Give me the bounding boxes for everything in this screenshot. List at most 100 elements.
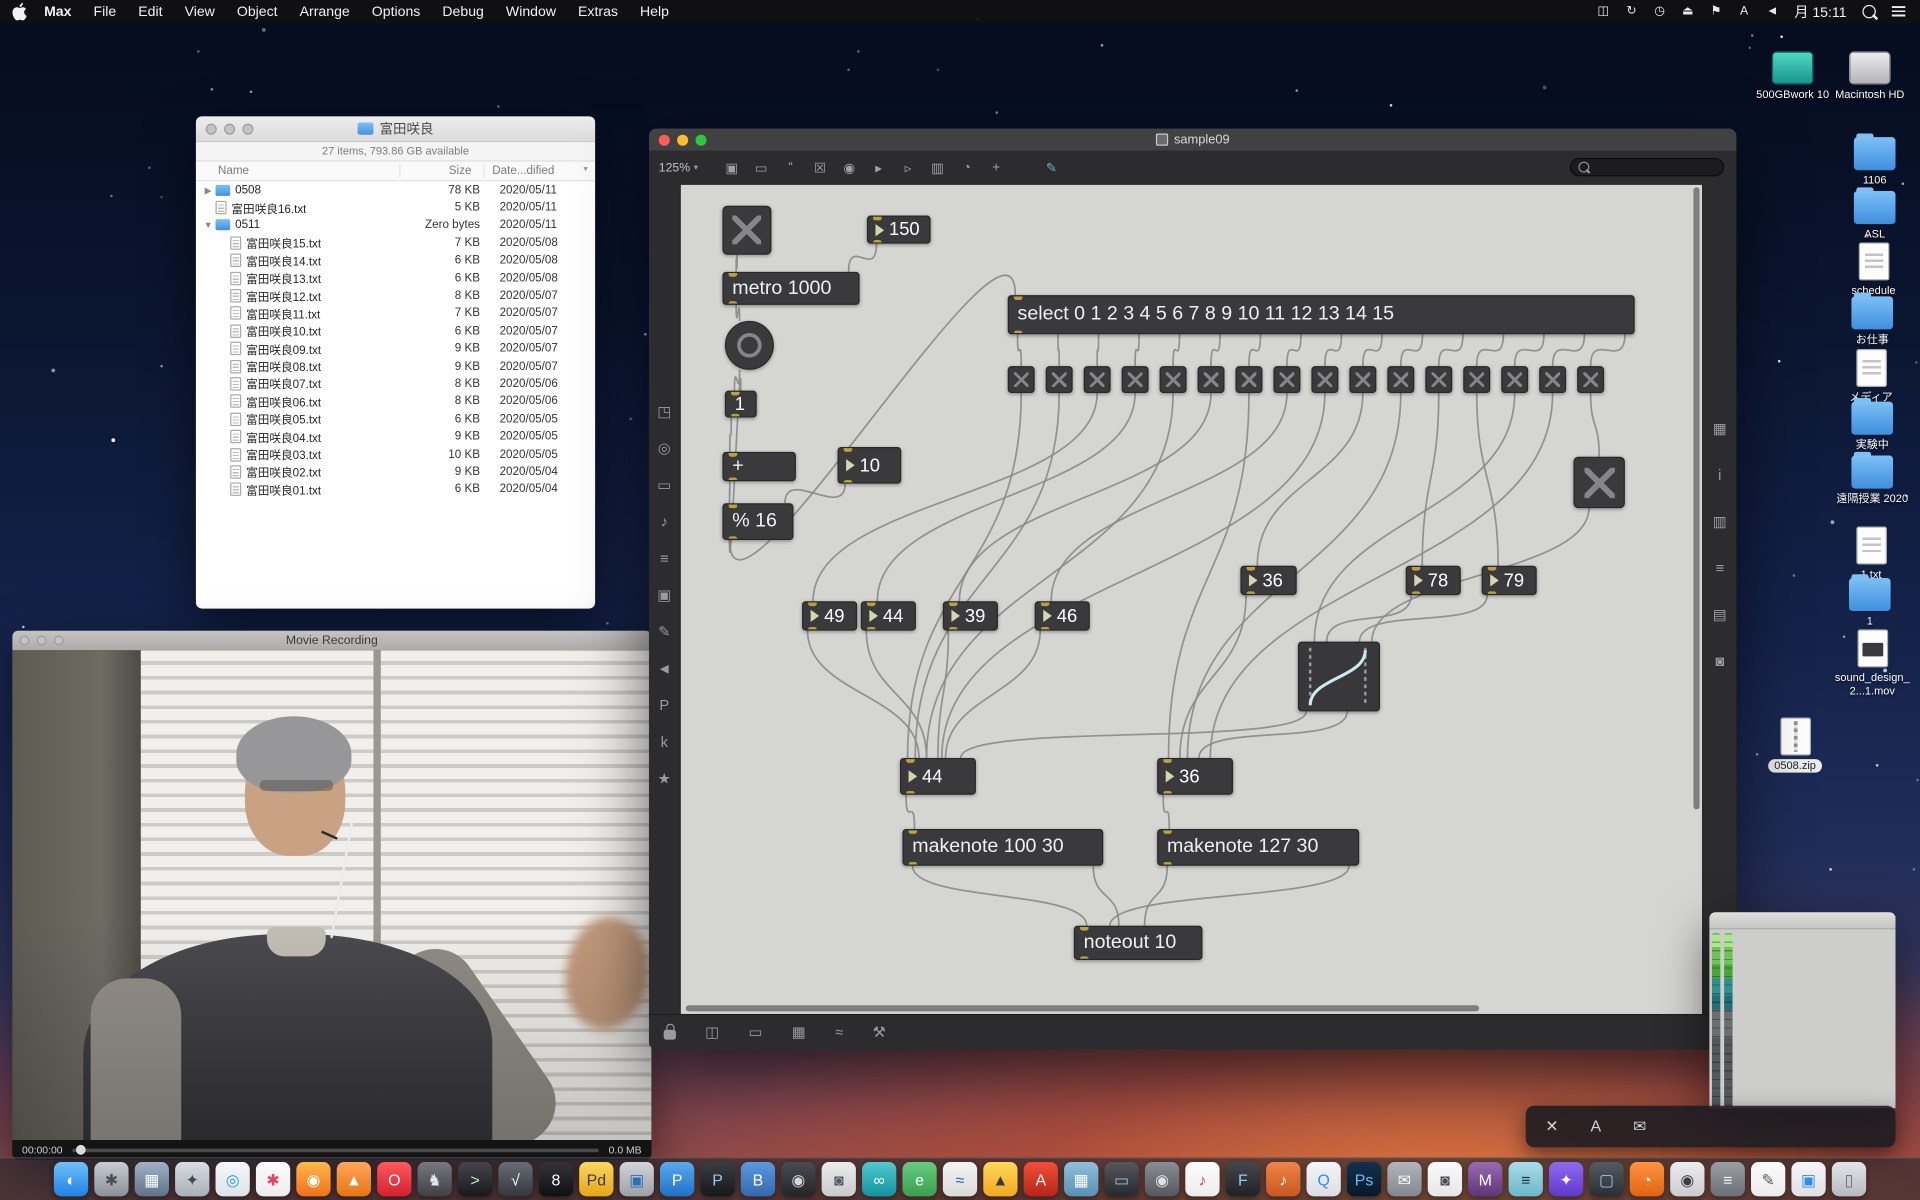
time-machine-icon[interactable]: ◷ — [1654, 4, 1665, 19]
dock-icon-ableton[interactable]: ≡ — [1508, 1162, 1543, 1197]
patch-cord[interactable] — [905, 794, 916, 829]
dial-tool-icon[interactable]: ◔ — [962, 159, 971, 175]
sync-icon[interactable]: ↻ — [1626, 4, 1637, 19]
favorites-icon[interactable]: ★ — [657, 770, 671, 788]
dock-icon-mail[interactable]: ✉ — [1387, 1162, 1422, 1197]
disclosure-triangle-icon[interactable]: ▶ — [204, 184, 212, 196]
desktop-icon-zip[interactable]: 0508.zip — [1757, 717, 1833, 773]
max-titlebar[interactable]: sample09 — [648, 128, 1737, 151]
spotlight-icon[interactable] — [1862, 4, 1876, 19]
dock-icon-audio-utility[interactable]: ◉ — [1144, 1162, 1180, 1197]
dock-icon-pixelmator[interactable]: P — [659, 1162, 695, 1197]
chat-icon[interactable]: ✉ — [1632, 1116, 1647, 1136]
menu-item-object[interactable]: Object — [236, 4, 278, 19]
dock-icon-resolume[interactable]: ✦ — [1548, 1162, 1584, 1197]
patch-cord[interactable] — [940, 393, 1326, 758]
patch-cord[interactable] — [1475, 334, 1505, 367]
input-flag-icon[interactable]: ⚑ — [1710, 4, 1722, 19]
browser-panel-icon[interactable]: ▤ — [1712, 606, 1727, 624]
toggle-box[interactable] — [1083, 366, 1111, 394]
toggle-box[interactable] — [1539, 366, 1567, 394]
patch-cord[interactable] — [1256, 393, 1364, 566]
patch-cord[interactable] — [937, 630, 950, 758]
dock-icon-xcode[interactable]: ▢ — [1589, 1162, 1624, 1197]
snapshot-icon[interactable]: ◙ — [1715, 652, 1725, 670]
dock-icon-safari[interactable]: ◎ — [215, 1162, 250, 1197]
patch-cord[interactable] — [1143, 865, 1169, 926]
desktop-icon-folder[interactable]: ASL — [1837, 187, 1913, 241]
movie-titlebar[interactable]: Movie Recording — [12, 630, 652, 651]
minimize-button[interactable] — [224, 123, 236, 135]
desktop-icon-folder[interactable]: 遠隔授業 2020 — [1834, 451, 1910, 506]
dock-icon-launchpad[interactable]: ✦ — [175, 1162, 210, 1197]
number-box[interactable]: 78 — [1405, 565, 1461, 596]
patcher-search-input[interactable] — [1594, 159, 1716, 175]
background-window-titlebar[interactable] — [1709, 912, 1896, 930]
toggle-box[interactable] — [1577, 366, 1605, 394]
patch-cord[interactable] — [1325, 595, 1413, 642]
patch-cord[interactable] — [1210, 334, 1221, 367]
columns-panel-icon[interactable]: ▥ — [1712, 513, 1727, 531]
dock-icon-audacity[interactable]: ≈ — [942, 1162, 978, 1197]
patch-cord[interactable] — [806, 630, 920, 758]
patch-cord[interactable] — [958, 393, 1212, 602]
patch-cord[interactable] — [728, 274, 1017, 561]
menu-clock[interactable]: 月 15:11 — [1794, 5, 1847, 21]
toggle-box[interactable] — [1273, 366, 1301, 394]
palette-icon[interactable]: ◳ — [657, 402, 672, 420]
patch-cord[interactable] — [1421, 393, 1440, 566]
menu-app-name[interactable]: Max — [44, 4, 72, 19]
patch-cord[interactable] — [1057, 334, 1061, 367]
number-box[interactable]: 36 — [1240, 565, 1297, 596]
zoom-windows-icon[interactable]: ◫ — [705, 1023, 720, 1041]
finder-titlebar[interactable]: 富田咲良 — [195, 116, 596, 143]
patch-cord[interactable] — [925, 393, 1174, 758]
object-box[interactable]: makenote 127 30 — [1157, 828, 1360, 866]
patch-cord[interactable] — [1134, 334, 1140, 367]
number-box[interactable]: 36 — [1157, 757, 1234, 795]
dock-icon-itunes[interactable]: ♪ — [1185, 1162, 1220, 1197]
menu-item-arrange[interactable]: Arrange — [299, 4, 350, 19]
toggle-box[interactable] — [1463, 366, 1491, 394]
menu-item-help[interactable]: Help — [639, 4, 669, 19]
dock-icon-photos[interactable]: ✱ — [255, 1162, 291, 1197]
number-box[interactable]: 79 — [1481, 565, 1537, 596]
number-box[interactable]: 39 — [942, 601, 998, 631]
number-box[interactable]: 49 — [802, 601, 858, 631]
volume-icon[interactable]: ◄ — [1766, 4, 1779, 19]
comment-icon[interactable]: “ — [788, 159, 793, 175]
patch-cord[interactable] — [1399, 334, 1424, 367]
dock-icon-textedit[interactable]: ✎ — [1751, 1162, 1786, 1197]
dock-icon-terminal[interactable]: > — [457, 1162, 493, 1197]
patch-cord[interactable] — [1589, 393, 1601, 457]
list-panel-icon[interactable]: ≡ — [1715, 559, 1725, 577]
dock-icon-processing[interactable]: P — [700, 1162, 735, 1197]
patch-cord[interactable] — [1162, 794, 1171, 829]
zoom-button[interactable] — [695, 134, 707, 146]
dock-icon-opera[interactable]: O — [377, 1162, 412, 1197]
close-button[interactable] — [19, 635, 30, 646]
media-browser-icon[interactable]: ▣ — [657, 586, 672, 604]
message-box-icon[interactable]: ▭ — [754, 161, 768, 176]
patch-cord[interactable] — [1361, 334, 1383, 367]
console-list-icon[interactable]: ≡ — [659, 549, 669, 567]
patch-cord[interactable] — [1475, 393, 1500, 566]
patch-cord[interactable] — [847, 243, 878, 272]
edit-icon[interactable]: ✎ — [658, 623, 671, 641]
patch-cord[interactable] — [914, 393, 1061, 758]
paint-mode-icon[interactable]: ✎ — [1045, 161, 1057, 176]
menu-item-options[interactable]: Options — [371, 4, 421, 19]
minimize-button[interactable] — [677, 134, 689, 146]
number-box[interactable]: 10 — [837, 446, 902, 484]
number-box[interactable]: 1 — [724, 390, 757, 418]
patch-cord[interactable] — [1589, 334, 1626, 367]
